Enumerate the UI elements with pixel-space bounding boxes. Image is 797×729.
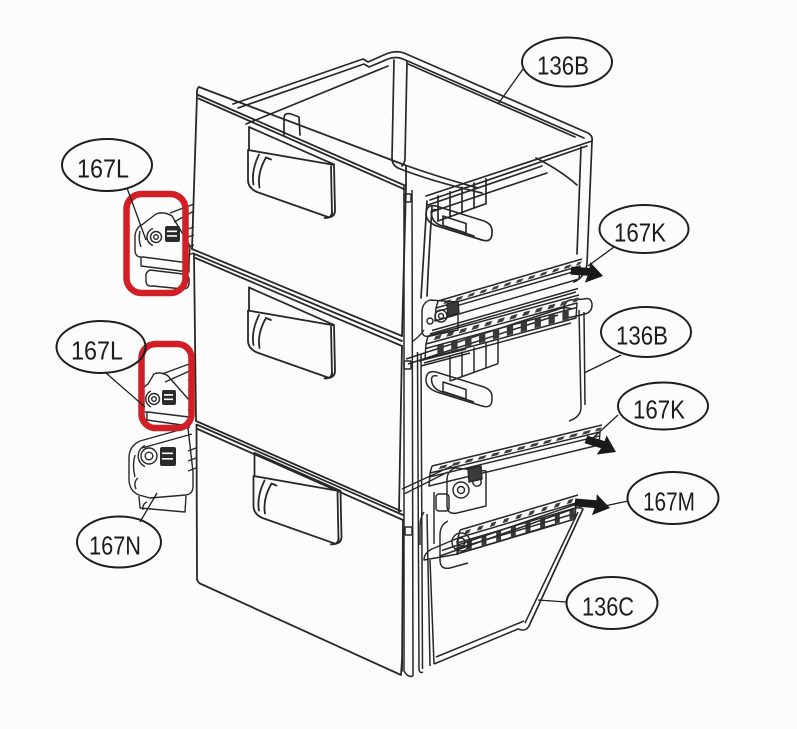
- svg-text:167K: 167K: [633, 397, 685, 425]
- svg-text:136B: 136B: [616, 323, 668, 351]
- svg-text:136B: 136B: [537, 53, 589, 81]
- svg-text:167M: 167M: [643, 489, 695, 517]
- svg-text:136C: 136C: [582, 594, 634, 622]
- svg-text:167K: 167K: [614, 220, 666, 248]
- svg-text:167L: 167L: [71, 338, 123, 366]
- svg-text:167N: 167N: [89, 533, 141, 561]
- svg-text:167L: 167L: [77, 156, 129, 184]
